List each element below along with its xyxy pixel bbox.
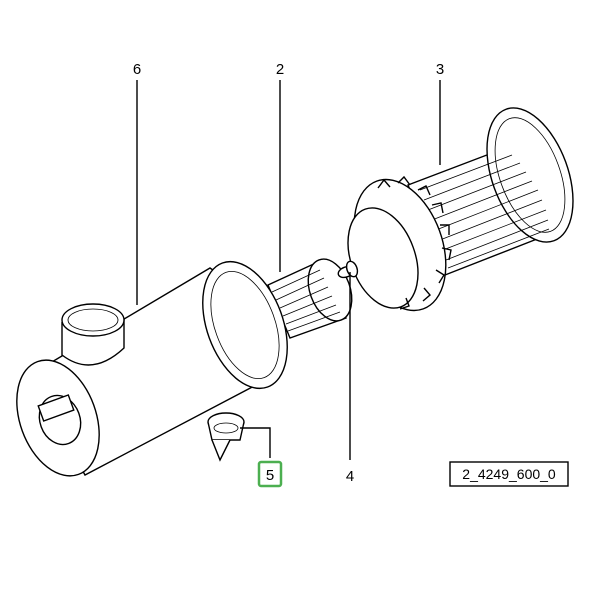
reference-code-box bbox=[449, 461, 569, 487]
leader-line-5 bbox=[240, 427, 271, 458]
callout-6: 6 bbox=[133, 61, 141, 78]
callout-4: 4 bbox=[346, 468, 354, 485]
reference-code: 2_4249_600_0 bbox=[462, 466, 556, 482]
dust-valve bbox=[207, 412, 245, 462]
outer-filter-element bbox=[347, 107, 574, 312]
callout-2: 2 bbox=[276, 61, 284, 78]
leader-lines bbox=[136, 80, 441, 460]
callout-3: 3 bbox=[436, 61, 444, 78]
callout-5[interactable]: 5 bbox=[266, 467, 274, 484]
air-filter-housing bbox=[16, 260, 288, 477]
callout-5-highlight-box[interactable] bbox=[257, 460, 283, 488]
